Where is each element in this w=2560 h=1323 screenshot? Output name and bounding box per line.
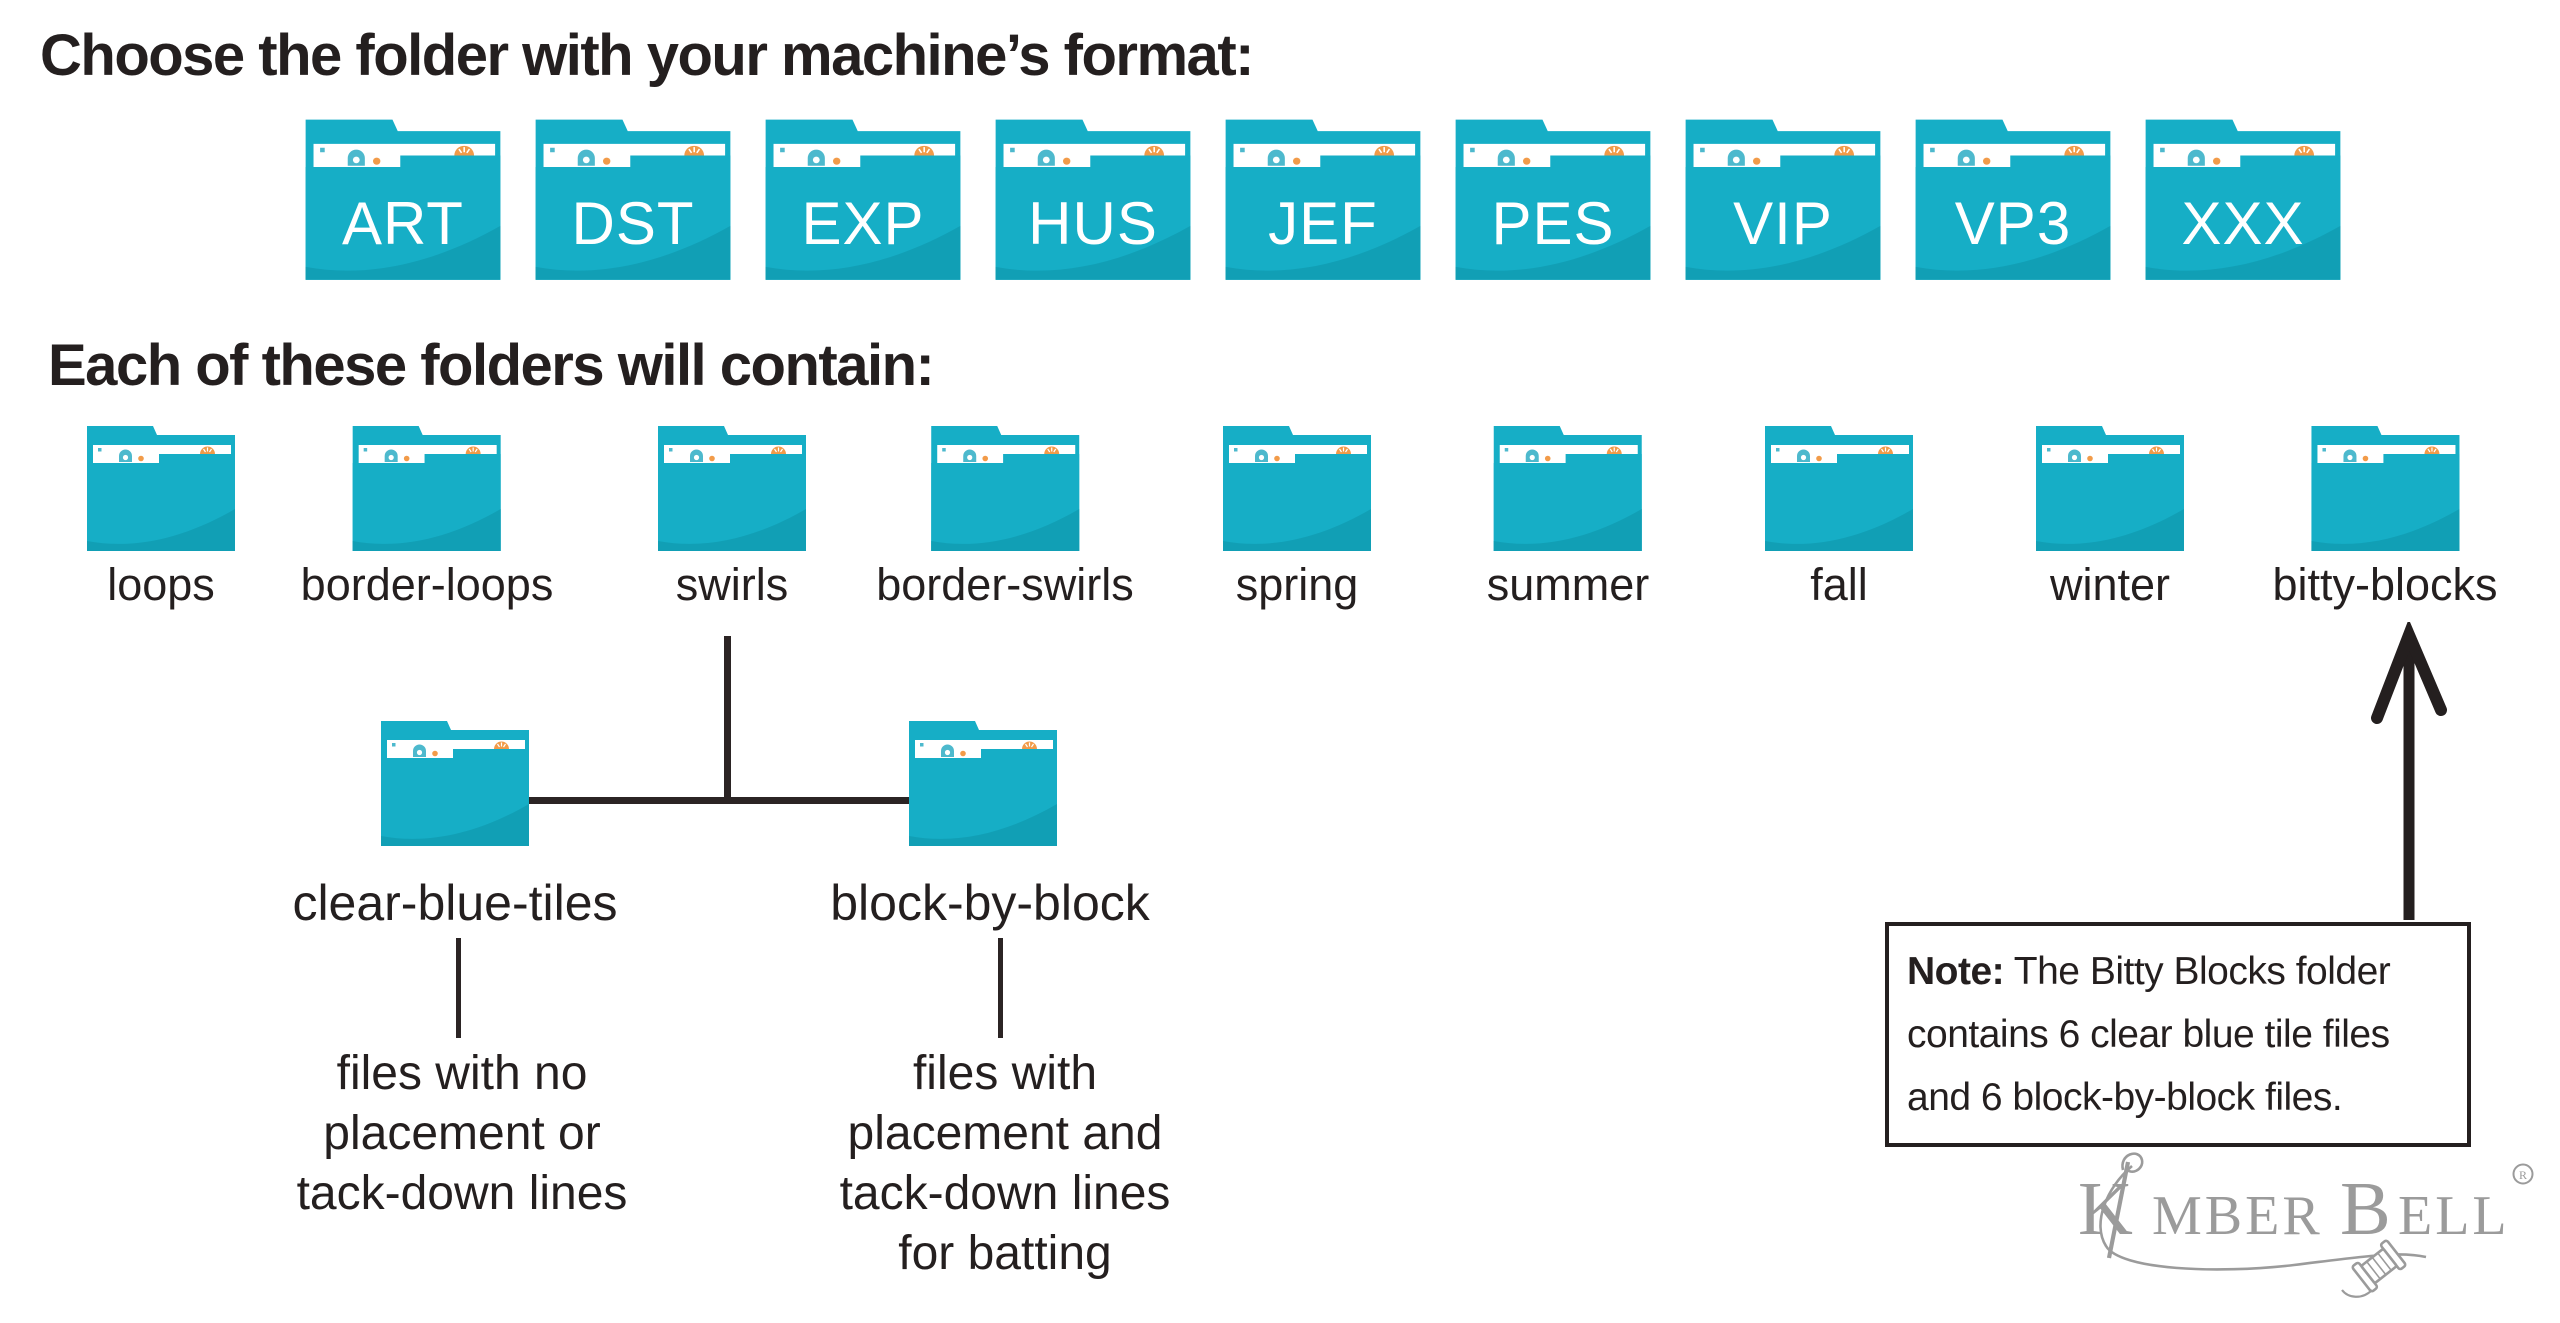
folder-label: EXP xyxy=(801,190,925,258)
subfolder-label: clear-blue-tiles xyxy=(292,875,618,931)
content-folder-label: bitty-blocks xyxy=(2272,559,2498,610)
note-box: Note: The Bitty Blocks folder contains 6… xyxy=(1885,922,2471,1147)
folder-icon xyxy=(2309,424,2461,552)
folder-icon xyxy=(2034,424,2186,552)
note-text: The Bitty Blocks folder xyxy=(2004,950,2391,993)
content-folder-label: summer xyxy=(1486,559,1650,610)
content-folder-label: border-loops xyxy=(300,559,554,610)
content-folder-border-loops: border-loops xyxy=(300,424,554,611)
subfolder-label: block-by-block xyxy=(830,875,1150,931)
description-line: tack-down lines xyxy=(839,1167,1171,1220)
folder-label: VP3 xyxy=(1954,190,2072,258)
folder-icon xyxy=(85,424,237,552)
folder-tile-pes: PES xyxy=(1453,117,1653,281)
content-folder-bitty-blocks: bitty-blocks xyxy=(2272,424,2498,611)
tree-stem-line xyxy=(724,636,731,801)
connector-line xyxy=(456,938,461,1038)
content-folder-label: loops xyxy=(107,559,215,610)
content-folder-swirls: swirls xyxy=(656,424,808,611)
page-title: Choose the folder with your machine’s fo… xyxy=(40,23,1254,88)
note-line: Note: The Bitty Blocks folder xyxy=(1907,940,2449,1003)
content-folder-fall: fall xyxy=(1763,424,1915,611)
content-folder-label: border-swirls xyxy=(876,559,1134,610)
folder-label: XXX xyxy=(2181,190,2305,258)
content-folder-spring: spring xyxy=(1221,424,1373,611)
folder-tile-exp: EXP xyxy=(763,117,963,281)
folder-tile-dst: DST xyxy=(533,117,733,281)
folder-label: DST xyxy=(571,190,695,258)
logo-text-ell: ELL xyxy=(2398,1185,2510,1247)
folder-icon xyxy=(907,719,1059,847)
logo-text-mber: MBER xyxy=(2152,1185,2323,1247)
description-line: files with xyxy=(912,1047,1098,1100)
content-folder-winter: winter xyxy=(2034,424,2186,611)
description-clear-blue-tiles: files with no placement or tack-down lin… xyxy=(297,1044,628,1224)
folder-icon xyxy=(351,424,503,552)
thread-spool-icon xyxy=(2351,1239,2407,1293)
logo-text-b: B xyxy=(2340,1167,2391,1251)
registered-mark: R xyxy=(2512,1163,2534,1185)
tree-horizontal-line xyxy=(528,797,910,804)
folder-tile-vp3: VP3 xyxy=(1913,117,2113,281)
needle-icon xyxy=(2106,1152,2144,1259)
description-line: tack-down lines xyxy=(296,1167,628,1220)
subfolder-block-by-block xyxy=(907,719,1059,847)
folder-tile-art: ART xyxy=(303,117,503,281)
format-folder-row: ART DST EXP HUS JEF PES VIP VP3 xyxy=(303,117,2343,293)
note-line: and 6 block-by-block files. xyxy=(1907,1076,2343,1119)
folder-icon xyxy=(1492,424,1644,552)
description-block-by-block: files with placement and tack-down lines… xyxy=(840,1044,1171,1284)
section-title: Each of these folders will contain: xyxy=(48,333,935,398)
description-line: files with no xyxy=(336,1047,588,1100)
description-line: placement or xyxy=(323,1107,601,1160)
description-line: placement and xyxy=(847,1107,1163,1160)
folder-tile-hus: HUS xyxy=(993,117,1193,281)
folder-label: JEF xyxy=(1268,190,1378,258)
content-folder-label: swirls xyxy=(675,559,789,610)
folder-icon xyxy=(1221,424,1373,552)
folder-label: PES xyxy=(1491,190,1615,258)
note-line: contains 6 clear blue tile files xyxy=(1907,1013,2390,1056)
folder-icon xyxy=(656,424,808,552)
brand-logo: K MBER B ELL R xyxy=(2078,1152,2534,1298)
logo-text-k: K xyxy=(2078,1167,2133,1251)
content-folder-label: spring xyxy=(1235,559,1359,610)
subfolder-clear-blue-tiles xyxy=(379,719,531,847)
folder-tile-xxx: XXX xyxy=(2143,117,2343,281)
folder-icon xyxy=(1763,424,1915,552)
thread-tail xyxy=(2341,1289,2373,1298)
folder-tile-vip: VIP xyxy=(1683,117,1883,281)
folder-label: VIP xyxy=(1733,190,1833,258)
content-folder-label: fall xyxy=(1810,559,1868,610)
folder-tile-jef: JEF xyxy=(1223,117,1423,281)
content-folder-border-swirls: border-swirls xyxy=(876,424,1134,611)
folder-icon xyxy=(929,424,1081,552)
up-arrow-icon xyxy=(2371,622,2447,920)
svg-text:R: R xyxy=(2519,1168,2527,1182)
description-line: for batting xyxy=(898,1227,1112,1280)
content-folder-label: winter xyxy=(2049,559,2171,610)
folder-label: ART xyxy=(342,190,464,258)
folder-label: HUS xyxy=(1028,190,1158,258)
content-folder-summer: summer xyxy=(1486,424,1650,611)
folder-icon xyxy=(379,719,531,847)
connector-line xyxy=(998,938,1003,1038)
note-label: Note: xyxy=(1907,950,2005,993)
content-folder-loops: loops xyxy=(85,424,237,611)
